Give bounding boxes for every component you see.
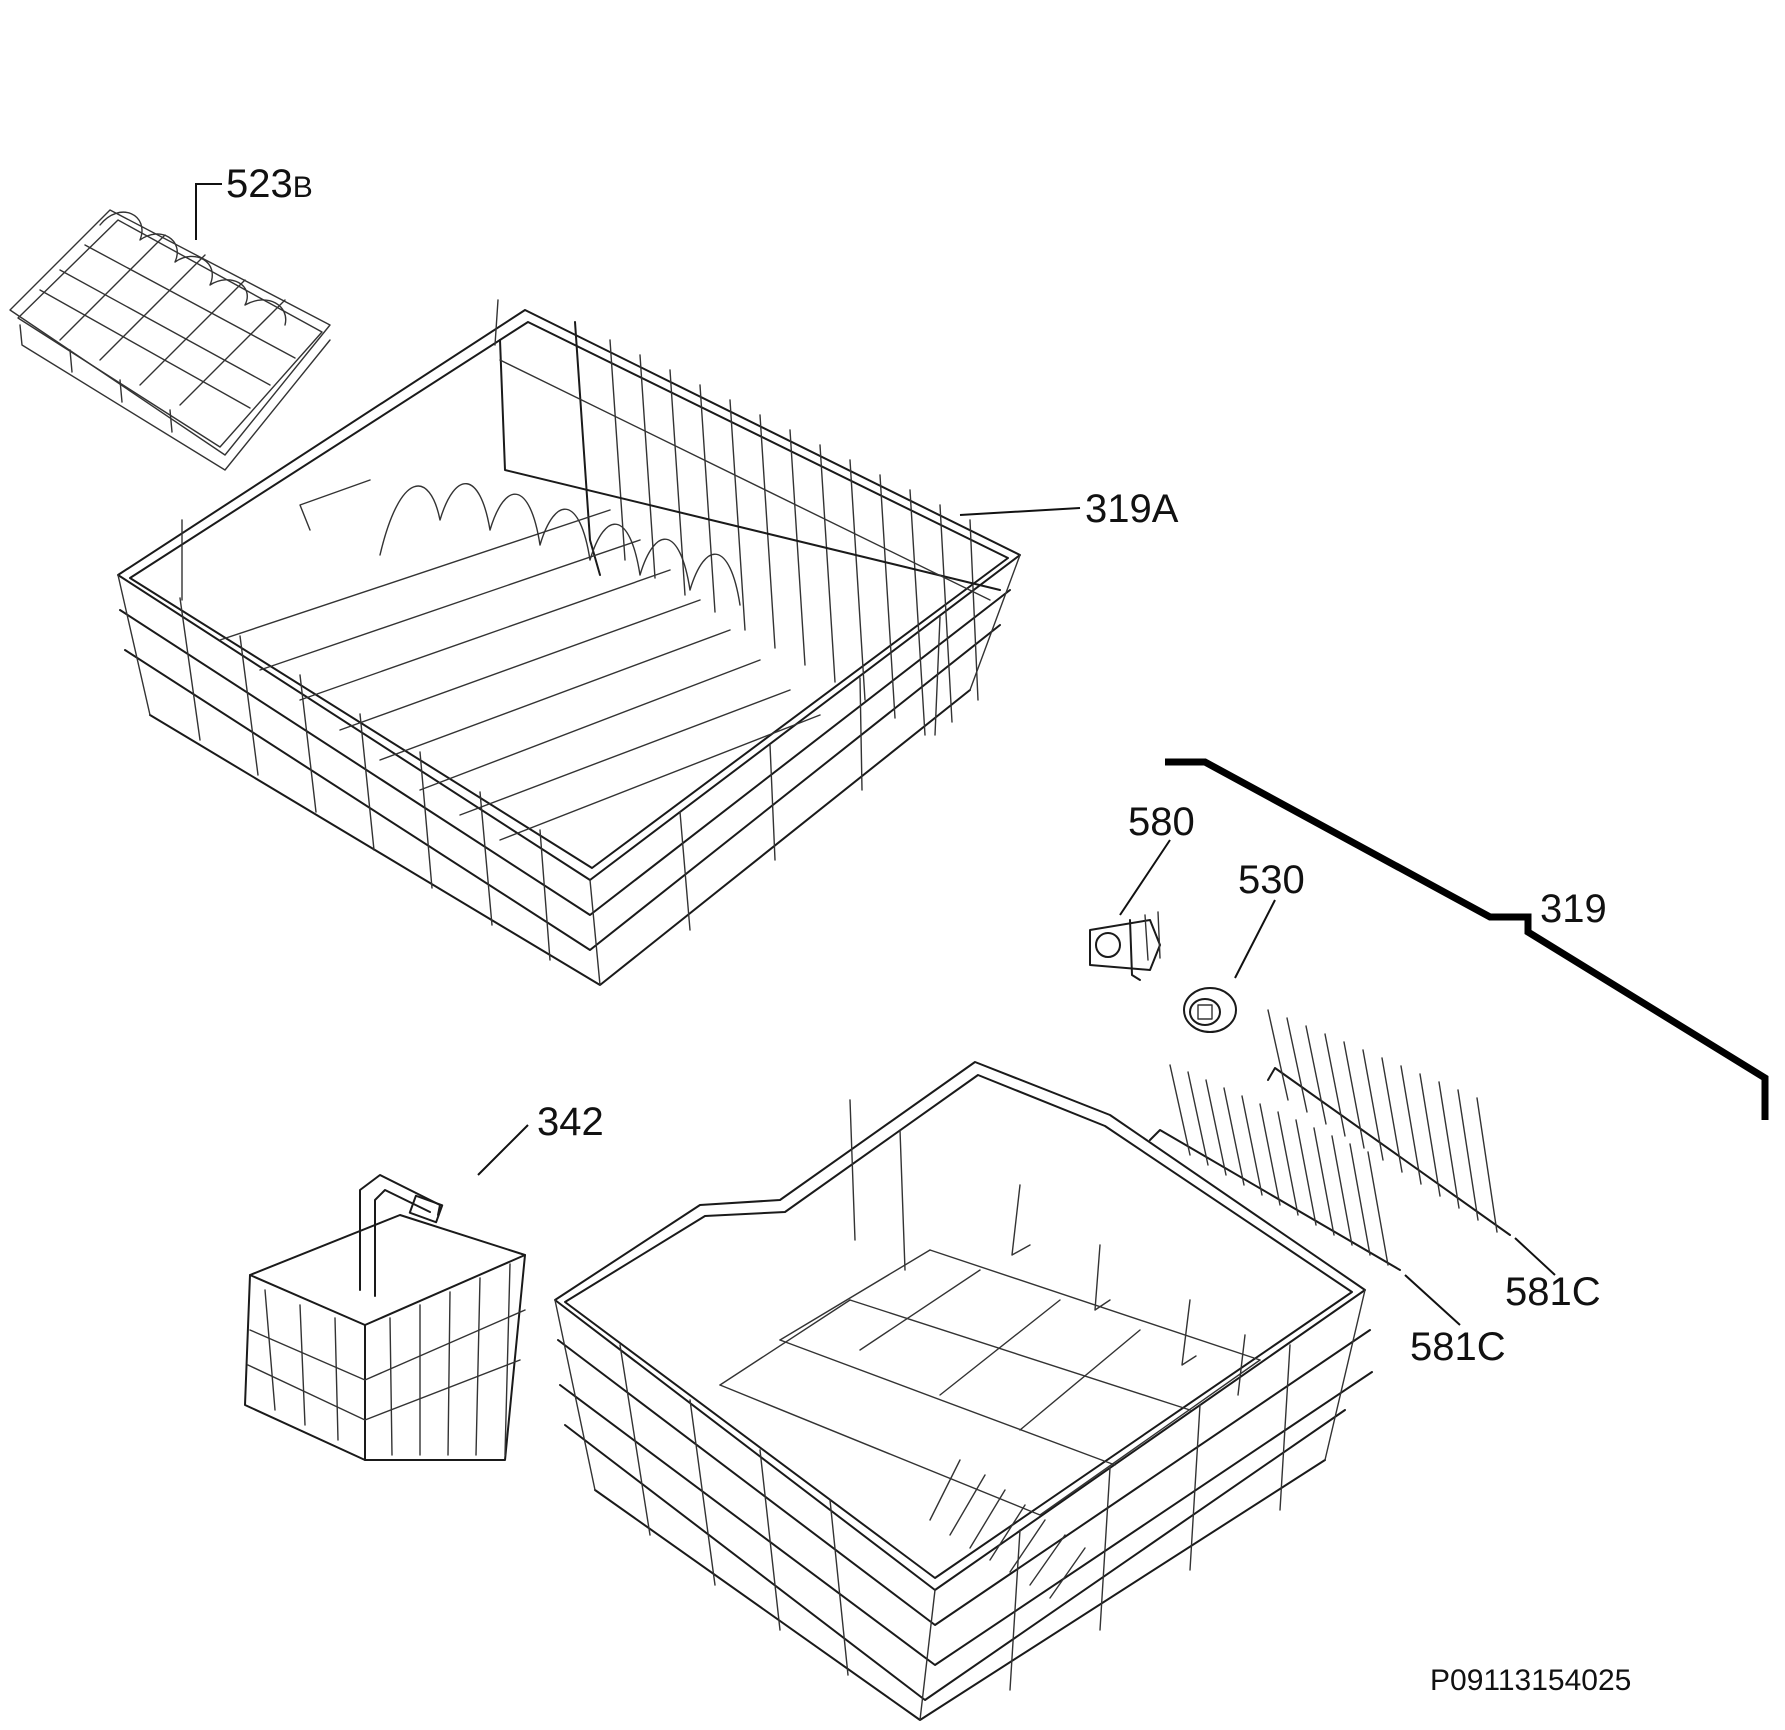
plate-rack-front-drawing (1149, 1064, 1401, 1271)
label-581c-front: 581C (1410, 1325, 1506, 1369)
document-code: P09113154025 (1430, 1664, 1631, 1697)
label-319a: 319A (1085, 487, 1179, 531)
wheel-holder-drawing (1089, 911, 1161, 981)
plate-rack-back-drawing (1267, 1009, 1511, 1236)
cutlery-tray-drawing (9, 209, 331, 471)
label-342: 342 (537, 1100, 604, 1144)
label-580: 580 (1128, 800, 1195, 844)
label-581c-back: 581C (1505, 1270, 1601, 1314)
bracket-319 (1165, 758, 1769, 1120)
leader-530 (1234, 899, 1276, 979)
leader-581c-front (1404, 1274, 1461, 1326)
label-523b-number: 523 (226, 162, 293, 206)
label-523b: 523B (226, 162, 313, 206)
leader-581c-back (1514, 1237, 1556, 1276)
upper-basket-drawing (117, 299, 1021, 986)
wheel-drawing (1183, 987, 1237, 1033)
cutlery-basket-drawing (244, 1174, 526, 1461)
leader-523b (195, 183, 222, 240)
lower-basket-drawing (554, 1061, 1373, 1721)
leader-580 (1119, 839, 1171, 916)
label-530: 530 (1238, 858, 1305, 902)
leader-319a (959, 507, 1081, 516)
label-319: 319 (1540, 887, 1607, 931)
label-523b-suffix: B (293, 171, 313, 204)
leader-342 (477, 1124, 529, 1176)
